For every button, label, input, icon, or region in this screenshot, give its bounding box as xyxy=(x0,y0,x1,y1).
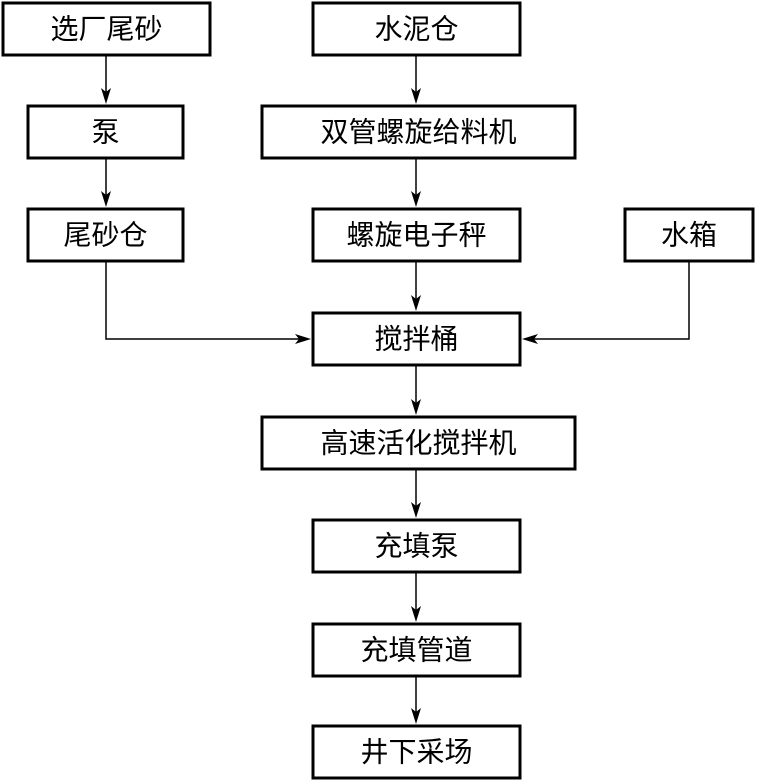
node-label: 井下采场 xyxy=(360,736,472,769)
node-label: 双管螺旋给料机 xyxy=(320,116,516,149)
node-box xyxy=(623,207,755,263)
arrow-mixing-tank-to-high-speed-mixer xyxy=(411,366,421,415)
node-label: 尾砂仓 xyxy=(63,219,147,252)
node-label: 充填泵 xyxy=(374,530,458,563)
arrow-tailings-silo-to-mixing-tank xyxy=(105,262,311,344)
arrowhead-down xyxy=(411,399,421,415)
node-label: 搅拌桶 xyxy=(374,323,458,356)
arrowhead-left xyxy=(522,334,538,344)
node-label: 水泥仓 xyxy=(374,13,458,46)
arrow-line xyxy=(105,262,307,340)
arrow-high-speed-mixer-to-fill-pump xyxy=(411,470,421,518)
node-label: 泵 xyxy=(91,116,119,149)
node-water-tank: 水箱 xyxy=(623,207,755,263)
node-label: 选厂尾砂 xyxy=(50,13,162,46)
node-box xyxy=(260,415,577,471)
arrowhead-down xyxy=(411,88,421,104)
arrow-pump-to-tailings-silo xyxy=(101,159,111,207)
node-box xyxy=(311,207,522,263)
arrow-line xyxy=(526,262,690,340)
arrow-tailings-source-to-pump xyxy=(101,56,111,104)
node-box xyxy=(311,622,522,678)
arrow-fill-pump-to-fill-pipeline xyxy=(411,573,421,622)
arrowhead-down xyxy=(411,502,421,518)
node-box xyxy=(311,1,522,57)
arrowhead-down xyxy=(101,88,111,104)
node-tailings-silo: 尾砂仓 xyxy=(26,207,185,263)
node-high-speed-mixer: 高速活化搅拌机 xyxy=(260,415,577,471)
arrow-fill-pipeline-to-stope xyxy=(411,677,421,724)
node-label: 水箱 xyxy=(661,219,717,252)
node-box xyxy=(26,104,185,160)
node-box xyxy=(311,311,522,367)
node-stope: 井下采场 xyxy=(311,724,522,780)
node-tailings-source: 选厂尾砂 xyxy=(1,1,212,57)
node-box xyxy=(26,207,185,263)
node-box xyxy=(260,104,577,160)
node-twin-screw-feeder: 双管螺旋给料机 xyxy=(260,104,577,160)
arrowhead-right xyxy=(295,334,311,344)
node-label: 高速活化搅拌机 xyxy=(320,427,516,460)
node-fill-pump: 充填泵 xyxy=(311,518,522,574)
node-label: 充填管道 xyxy=(360,634,472,667)
arrowhead-down xyxy=(411,708,421,724)
node-label: 螺旋电子秤 xyxy=(346,219,486,252)
node-screw-scale: 螺旋电子秤 xyxy=(311,207,522,263)
arrowhead-down xyxy=(411,606,421,622)
node-cement-silo: 水泥仓 xyxy=(311,1,522,57)
arrow-cement-silo-to-feeder xyxy=(411,56,421,104)
arrow-water-tank-to-mixing-tank xyxy=(522,262,690,344)
arrowhead-down xyxy=(411,191,421,207)
node-box xyxy=(311,518,522,574)
arrow-feeder-to-screw-scale xyxy=(411,159,421,207)
node-fill-pipeline: 充填管道 xyxy=(311,622,522,678)
arrowhead-down xyxy=(411,295,421,311)
arrowhead-down xyxy=(101,191,111,207)
node-box xyxy=(311,724,522,780)
node-box xyxy=(1,1,212,57)
node-pump: 泵 xyxy=(26,104,185,160)
arrow-screw-scale-to-mixing-tank xyxy=(411,262,421,311)
node-mixing-tank: 搅拌桶 xyxy=(311,311,522,367)
